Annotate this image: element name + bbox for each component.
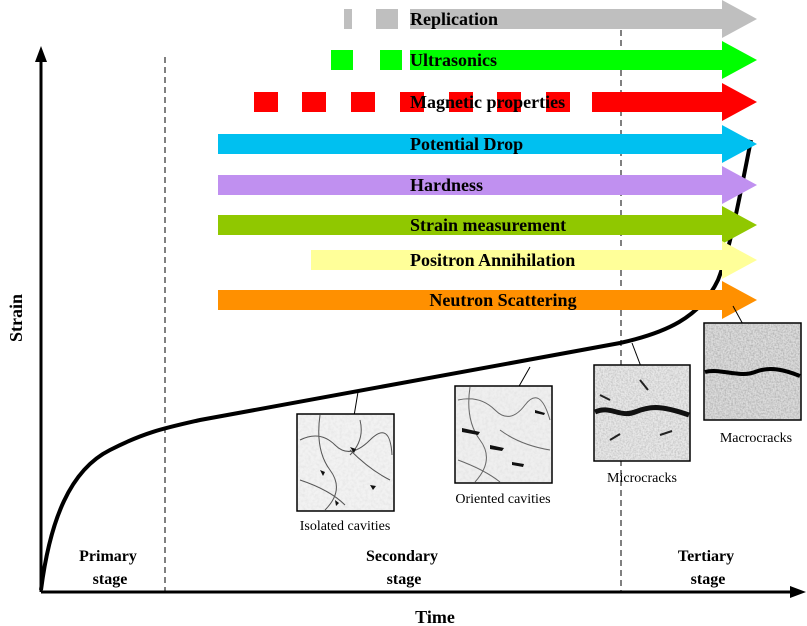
arrow-shaft <box>218 125 757 163</box>
method-label: Positron Annihilation <box>410 250 575 270</box>
method-arrow-ultrasonics: Ultrasonics <box>331 41 757 79</box>
primary-stage-label: Primary stage <box>79 548 141 588</box>
macrocracks-caption: Macrocracks <box>720 431 792 446</box>
isolated-cavities-caption: Isolated cavities <box>300 519 391 534</box>
micrograph-microcracks: Microcracks <box>593 342 691 486</box>
method-arrow-strain-measurement: Strain measurement <box>218 206 757 244</box>
method-label: Strain measurement <box>410 215 566 235</box>
arrow-dash-segment <box>254 92 278 112</box>
method-arrow-potential-drop: Potential Drop <box>218 125 757 163</box>
arrow-shaft <box>218 206 757 244</box>
micrograph-isolated-cavities: Isolated cavities <box>296 391 395 534</box>
arrow-dash-segment <box>400 92 424 112</box>
arrow-dash-segment <box>449 92 473 112</box>
micrograph-macrocracks: Macrocracks <box>703 305 802 446</box>
arrow-dash-segment <box>351 92 375 112</box>
arrow-shaft <box>410 41 757 79</box>
axes: Strain Time <box>6 46 806 626</box>
arrow-shaft <box>311 241 757 279</box>
method-label: Hardness <box>410 175 483 195</box>
arrow-shaft <box>218 281 757 319</box>
arrow-shaft <box>218 166 757 204</box>
method-arrow-replication: Replication <box>344 0 757 38</box>
arrow-dash-segment <box>344 9 352 29</box>
y-axis-arrowhead <box>35 46 47 62</box>
method-label: Replication <box>410 9 498 29</box>
y-axis-label: Strain <box>6 294 26 342</box>
x-axis-label: Time <box>415 607 455 626</box>
method-arrow-neutron-scattering: Neutron Scattering <box>218 281 757 319</box>
method-label: Neutron Scattering <box>429 290 576 310</box>
arrow-dash-segment <box>302 92 326 112</box>
arrow-dash-segment <box>331 50 353 70</box>
secondary-stage-label: Secondary stage <box>366 548 442 588</box>
arrow-shaft <box>592 83 757 121</box>
arrow-shaft <box>410 0 757 38</box>
arrow-dash-segment <box>376 9 398 29</box>
creep-curve <box>39 139 753 591</box>
arrow-dash-segment <box>546 92 570 112</box>
micrograph-oriented-cavities: Oriented cavities <box>454 366 553 507</box>
method-arrow-hardness: Hardness <box>218 166 757 204</box>
method-arrow-magnetic-properties: Magnetic properties <box>254 83 757 121</box>
method-label: Ultrasonics <box>410 50 497 70</box>
method-label: Magnetic properties <box>410 92 565 112</box>
microcracks-caption: Microcracks <box>607 471 677 486</box>
method-arrow-positron-annihilation: Positron Annihilation <box>311 241 757 279</box>
arrow-dash-segment <box>380 50 402 70</box>
oriented-cavities-caption: Oriented cavities <box>455 492 550 507</box>
x-axis-arrowhead <box>790 586 806 598</box>
method-label: Potential Drop <box>410 134 523 154</box>
arrow-dash-segment <box>497 92 521 112</box>
tertiary-stage-label: Tertiary stage <box>678 548 738 588</box>
